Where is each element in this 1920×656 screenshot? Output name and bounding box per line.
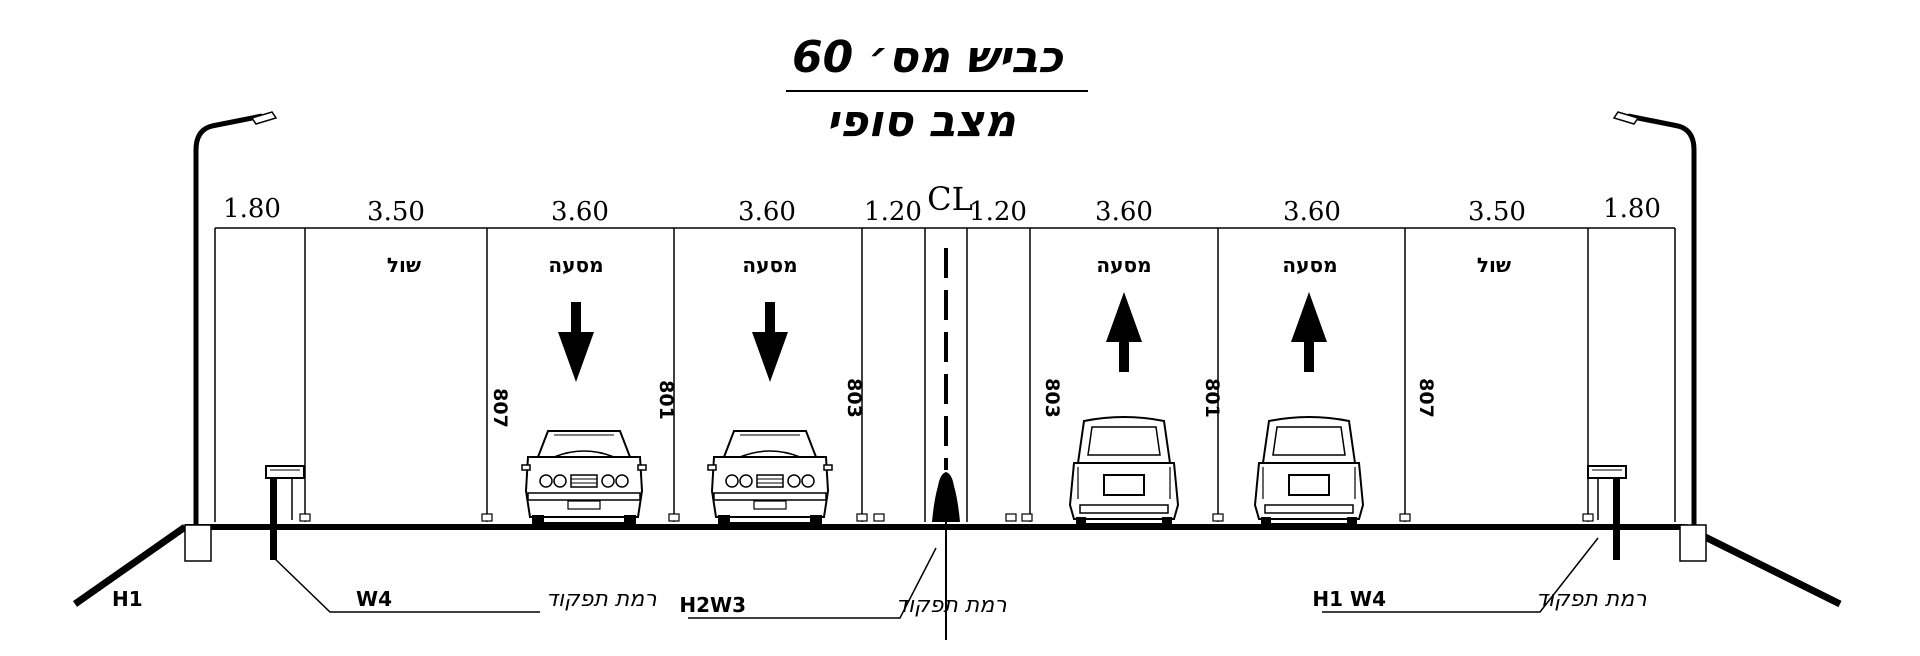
median-barrier: [932, 472, 960, 522]
dimension-label: 1.80: [1603, 194, 1661, 224]
left-guardrail: [265, 465, 305, 560]
left-light-pole: [184, 111, 278, 562]
dimension-label: 1.20: [969, 197, 1027, 227]
lane-label-travel: מסעה: [548, 253, 603, 277]
marking-number: 801: [1201, 378, 1223, 418]
title-road-name: כביש מס׳ 60: [792, 32, 1063, 83]
center-callout-code: H2W3: [679, 593, 746, 617]
dimension-label: 3.60: [1283, 197, 1341, 227]
dimension-label: 3.60: [551, 197, 609, 227]
lane-label-shoulder: שול: [387, 253, 421, 277]
dimension-label: 3.60: [738, 197, 796, 227]
car-rear-icon: [1069, 416, 1179, 528]
dimension-label: 3.60: [1095, 197, 1153, 227]
centerline-symbol: CL: [927, 180, 973, 218]
lane-label-travel: מסעה: [1096, 253, 1151, 277]
title-state: מצב סופי: [826, 96, 1016, 147]
arrow-up-icon: [1106, 292, 1142, 372]
arrow-down-icon: [558, 302, 594, 382]
dimension-label: 3.50: [367, 197, 425, 227]
dimension-label: 3.50: [1468, 197, 1526, 227]
marking-number: 807: [1415, 378, 1437, 418]
right-embankment: [1683, 523, 1842, 608]
lane-label-travel: מסעה: [1282, 253, 1337, 277]
marking-number: 803: [843, 378, 865, 418]
lane-dividers: [214, 228, 1676, 522]
center-callout-leader: [688, 547, 937, 619]
left-embankment: [72, 524, 188, 607]
lane-label-travel: מסעה: [742, 253, 797, 277]
left-level-code: H1: [112, 587, 143, 611]
marking-number: 803: [1041, 378, 1063, 418]
center-callout-text: רמת תפקוד: [896, 593, 1007, 618]
right-light-pole: [1612, 111, 1707, 562]
right-callout-code: H1 W4: [1312, 587, 1386, 611]
marking-number: 801: [655, 380, 677, 420]
left-callout-leader: [271, 555, 540, 613]
arrow-down-icon: [752, 302, 788, 382]
dimension-label: 1.80: [223, 194, 281, 224]
right-guardrail: [1587, 465, 1627, 560]
left-callout-code: W4: [356, 587, 392, 611]
car-front-icon: [707, 430, 833, 528]
lane-line-markers: [299, 513, 1594, 522]
car-front-icon: [521, 430, 647, 528]
marking-number: 807: [489, 388, 511, 428]
right-callout-text: רמת תפקוד: [1536, 587, 1647, 612]
title-divider: [786, 90, 1088, 92]
left-callout-text: רמת תפקוד: [546, 587, 657, 612]
right-callout-leader: [1322, 537, 1599, 613]
dimension-label: 1.20: [864, 197, 922, 227]
arrow-up-icon: [1291, 292, 1327, 372]
lane-label-shoulder: שול: [1477, 253, 1511, 277]
car-rear-icon: [1254, 416, 1364, 528]
